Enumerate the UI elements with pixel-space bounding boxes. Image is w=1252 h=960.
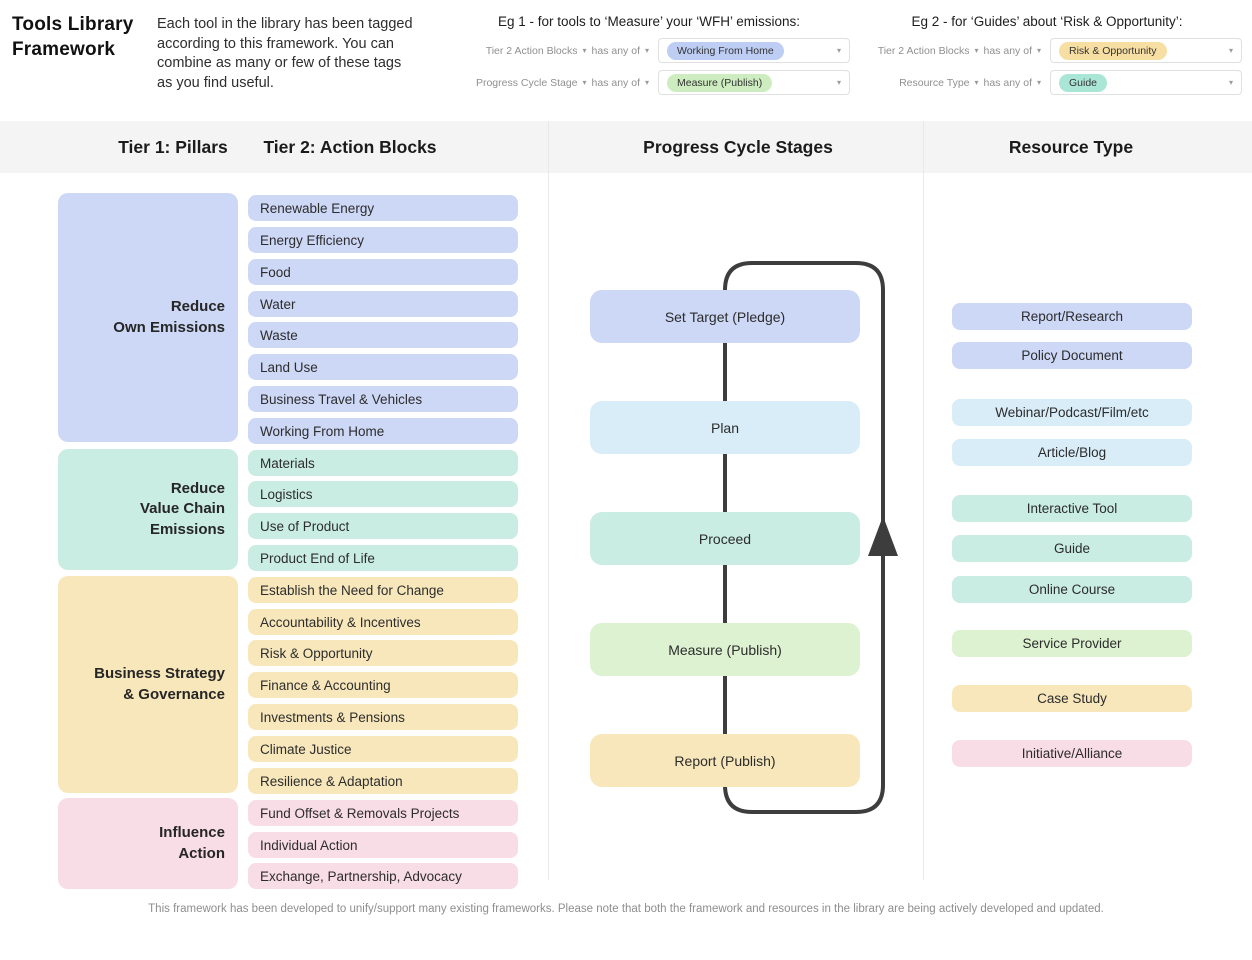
chevron-down-icon: ▾ [836, 45, 841, 55]
stage-report: Report (Publish) [590, 734, 860, 787]
column-header-tier2: Tier 2: Action Blocks [263, 137, 437, 157]
pillar-reduce-value-chain-emissions: Reduce Value Chain Emissions [58, 449, 238, 570]
example-1-filter-group: Eg 1 - for tools to ‘Measure’ your ‘WFH’… [448, 14, 850, 102]
action-block-pill: Waste [248, 322, 518, 348]
filter-value-dropdown[interactable]: Guide ▾ [1050, 70, 1242, 95]
filter-field-select[interactable]: Tier 2 Action Blocks [877, 44, 970, 57]
filter-value-dropdown[interactable]: Risk & Opportunity ▾ [1050, 38, 1242, 63]
resource-type-pill: Webinar/Podcast/Film/etc [952, 399, 1192, 426]
framework-description: Each tool in the library has been tagged… [157, 16, 413, 92]
chevron-down-icon[interactable]: ▾ [644, 45, 649, 55]
filter-row: Tier 2 Action Blocks ▾ has any of ▾ Risk… [852, 38, 1242, 63]
chevron-down-icon[interactable]: ▾ [974, 77, 979, 87]
action-block-pill: Logistics [248, 481, 518, 507]
action-block-pill: Water [248, 291, 518, 317]
chevron-down-icon[interactable]: ▾ [1036, 45, 1041, 55]
example-1-heading: Eg 1 - for tools to ‘Measure’ your ‘WFH’… [497, 14, 801, 29]
chevron-down-icon[interactable]: ▾ [1036, 77, 1041, 87]
pillar-label-line: Value Chain [139, 500, 225, 518]
footer-note: This framework has been developed to uni… [148, 903, 1104, 915]
resource-type-pill: Initiative/Alliance [952, 740, 1192, 767]
action-block-pill: Climate Justice [248, 736, 518, 762]
action-block-pill: Finance & Accounting [248, 672, 518, 698]
pillar-label-line: Reduce [170, 298, 225, 316]
pillar-business-strategy-governance: Business Strategy & Governance [58, 576, 238, 793]
chevron-down-icon[interactable]: ▾ [582, 45, 587, 55]
action-block-pill: Fund Offset & Removals Projects [248, 800, 518, 826]
filter-value-dropdown[interactable]: Measure (Publish) ▾ [658, 70, 850, 95]
stage-measure: Measure (Publish) [590, 623, 860, 676]
page-title: Tools Library Framework [12, 14, 134, 61]
filter-operator-select[interactable]: has any of [983, 76, 1032, 89]
action-block-pill: Resilience & Adaptation [248, 768, 518, 794]
action-block-pill: Accountability & Incentives [248, 609, 518, 635]
filter-field-select[interactable]: Progress Cycle Stage [475, 76, 578, 89]
action-block-pill: Use of Product [248, 513, 518, 539]
column-divider [923, 122, 924, 880]
resource-type-pill: Policy Document [952, 342, 1192, 369]
pillar-label-line: Reduce [170, 480, 225, 498]
pillar-label-line: & Governance [123, 685, 225, 703]
action-block-pill: Risk & Opportunity [248, 640, 518, 666]
action-block-pill: Materials [248, 450, 518, 476]
arrowhead-up-icon [868, 516, 898, 556]
column-divider [548, 122, 549, 880]
action-block-pill: Product End of Life [248, 545, 518, 571]
action-block-pill: Establish the Need for Change [248, 577, 518, 603]
example-2-filter-group: Eg 2 - for ‘Guides’ about ‘Risk & Opport… [852, 14, 1242, 102]
filter-operator-select[interactable]: has any of [591, 76, 640, 89]
pillar-label-line: Action [178, 844, 225, 862]
action-block-pill: Investments & Pensions [248, 704, 518, 730]
pillar-label-line: Emissions [149, 520, 225, 538]
pillar-label-line: Business Strategy [94, 665, 225, 683]
filter-row: Resource Type ▾ has any of ▾ Guide ▾ [852, 70, 1242, 95]
chevron-down-icon: ▾ [1228, 45, 1233, 55]
stage-set-target: Set Target (Pledge) [590, 290, 860, 343]
resource-type-pill: Interactive Tool [952, 495, 1192, 522]
filter-value-tag: Working From Home [667, 41, 784, 60]
action-block-pill: Land Use [248, 354, 518, 380]
pillar-influence-action: Influence Action [58, 798, 238, 889]
column-header-progress: Progress Cycle Stages [643, 137, 833, 157]
chevron-down-icon: ▾ [1228, 77, 1233, 87]
filter-value-tag: Measure (Publish) [667, 73, 773, 92]
resource-type-pill: Report/Research [952, 303, 1192, 330]
action-block-pill: Exchange, Partnership, Advocacy [248, 863, 518, 889]
action-block-pill: Food [248, 259, 518, 285]
action-block-pill: Renewable Energy [248, 195, 518, 221]
filter-operator-select[interactable]: has any of [983, 44, 1032, 57]
resource-type-pill: Article/Blog [952, 439, 1192, 466]
action-block-pill: Individual Action [248, 832, 518, 858]
filter-value-tag: Guide [1059, 73, 1108, 92]
filter-row: Progress Cycle Stage ▾ has any of ▾ Meas… [448, 70, 850, 95]
filter-value-dropdown[interactable]: Working From Home ▾ [658, 38, 850, 63]
filter-field-select[interactable]: Tier 2 Action Blocks [485, 44, 578, 57]
action-block-pill: Energy Efficiency [248, 227, 518, 253]
resource-type-pill: Service Provider [952, 630, 1192, 657]
stage-proceed: Proceed [590, 512, 860, 565]
column-header-tier1: Tier 1: Pillars [118, 137, 228, 157]
pillar-reduce-own-emissions: Reduce Own Emissions [58, 193, 238, 442]
chevron-down-icon[interactable]: ▾ [644, 77, 649, 87]
chevron-down-icon: ▾ [836, 77, 841, 87]
column-header-band [0, 121, 1252, 173]
column-header-resource: Resource Type [1008, 137, 1134, 157]
chevron-down-icon[interactable]: ▾ [582, 77, 587, 87]
resource-type-pill: Case Study [952, 685, 1192, 712]
action-block-pill: Business Travel & Vehicles [248, 386, 518, 412]
resource-type-pill: Online Course [952, 576, 1192, 603]
action-block-pill: Working From Home [248, 418, 518, 444]
stage-plan: Plan [590, 401, 860, 454]
pillar-label-line: Influence [159, 824, 225, 842]
filter-value-tag: Risk & Opportunity [1059, 41, 1167, 60]
filter-field-select[interactable]: Resource Type [899, 76, 970, 89]
chevron-down-icon[interactable]: ▾ [974, 45, 979, 55]
example-2-heading: Eg 2 - for ‘Guides’ about ‘Risk & Opport… [911, 14, 1183, 29]
pillar-label-line: Own Emissions [113, 318, 225, 336]
filter-operator-select[interactable]: has any of [591, 44, 640, 57]
resource-type-pill: Guide [952, 535, 1192, 562]
filter-row: Tier 2 Action Blocks ▾ has any of ▾ Work… [448, 38, 850, 63]
